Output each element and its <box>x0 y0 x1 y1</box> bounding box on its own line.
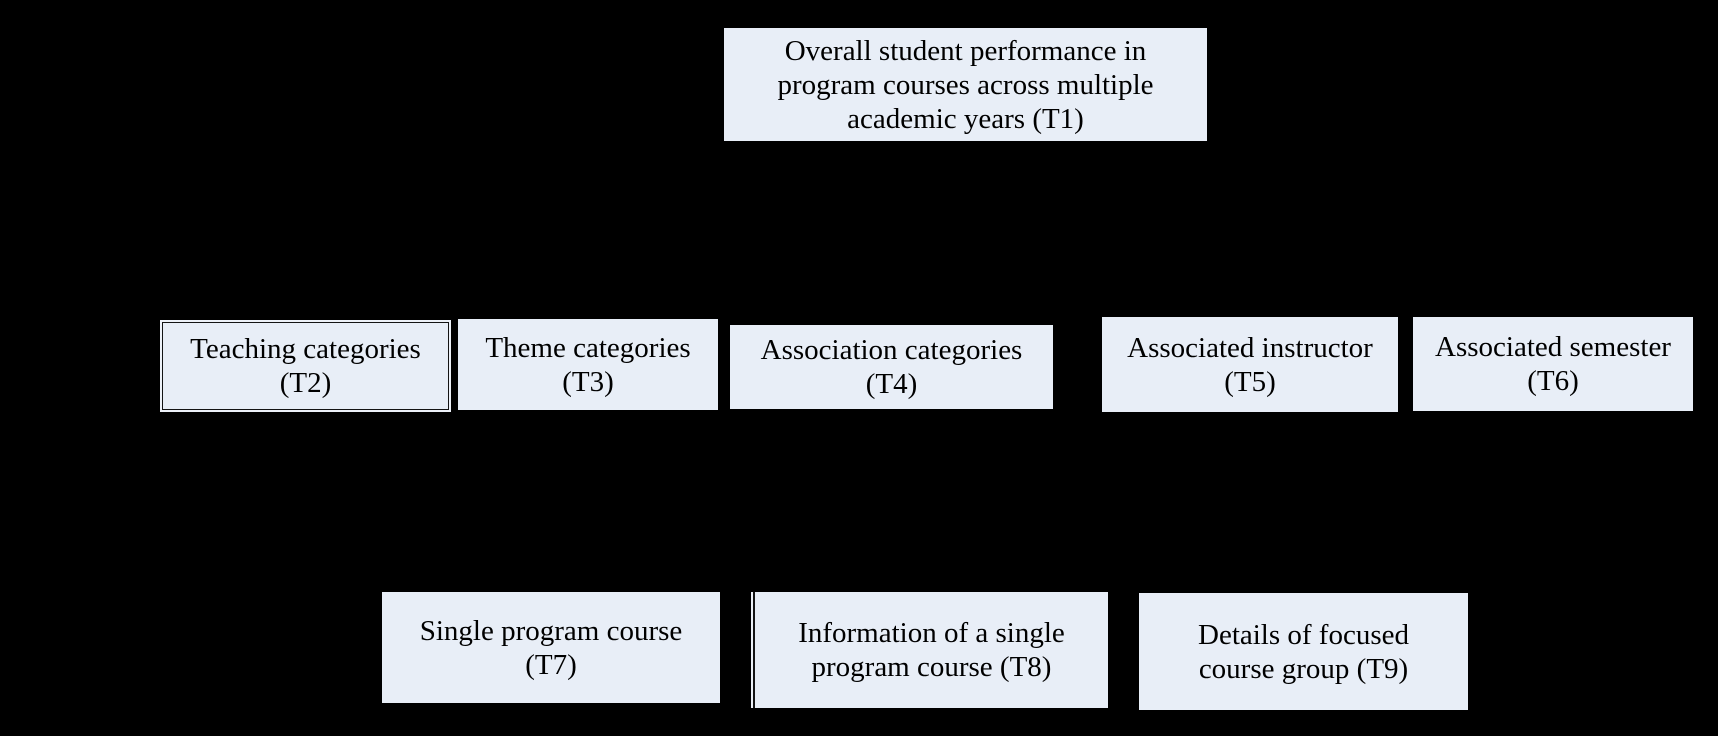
task-node-t2-label: Teaching categories (T2) <box>190 333 421 399</box>
task-node-t4: Association categories (T4) <box>730 325 1053 409</box>
task-node-t6: Associated semester (T6) <box>1413 317 1693 411</box>
task-node-t1-label: Overall student performance in program c… <box>777 34 1154 135</box>
task-node-t9-label: Details of focused course group (T9) <box>1198 618 1409 685</box>
task-node-t9: Details of focused course group (T9) <box>1139 593 1468 710</box>
task-node-t3: Theme categories (T3) <box>458 319 718 410</box>
task-node-t7: Single program course (T7) <box>382 592 720 703</box>
task-node-t6-label: Associated semester (T6) <box>1435 331 1671 397</box>
task-node-t8-label: Information of a single program course (… <box>798 617 1065 683</box>
task-node-t7-label: Single program course (T7) <box>419 614 683 681</box>
task-node-t5: Associated instructor (T5) <box>1102 317 1398 412</box>
task-node-t1: Overall student performance in program c… <box>724 28 1207 141</box>
task-node-t2: Teaching categories (T2) <box>162 322 449 410</box>
task-node-t8: Information of a single program course (… <box>753 592 1108 708</box>
task-node-t4-label: Association categories (T4) <box>760 334 1023 400</box>
task-node-t3-label: Theme categories (T3) <box>485 331 691 398</box>
task-node-t5-label: Associated instructor (T5) <box>1127 331 1373 398</box>
